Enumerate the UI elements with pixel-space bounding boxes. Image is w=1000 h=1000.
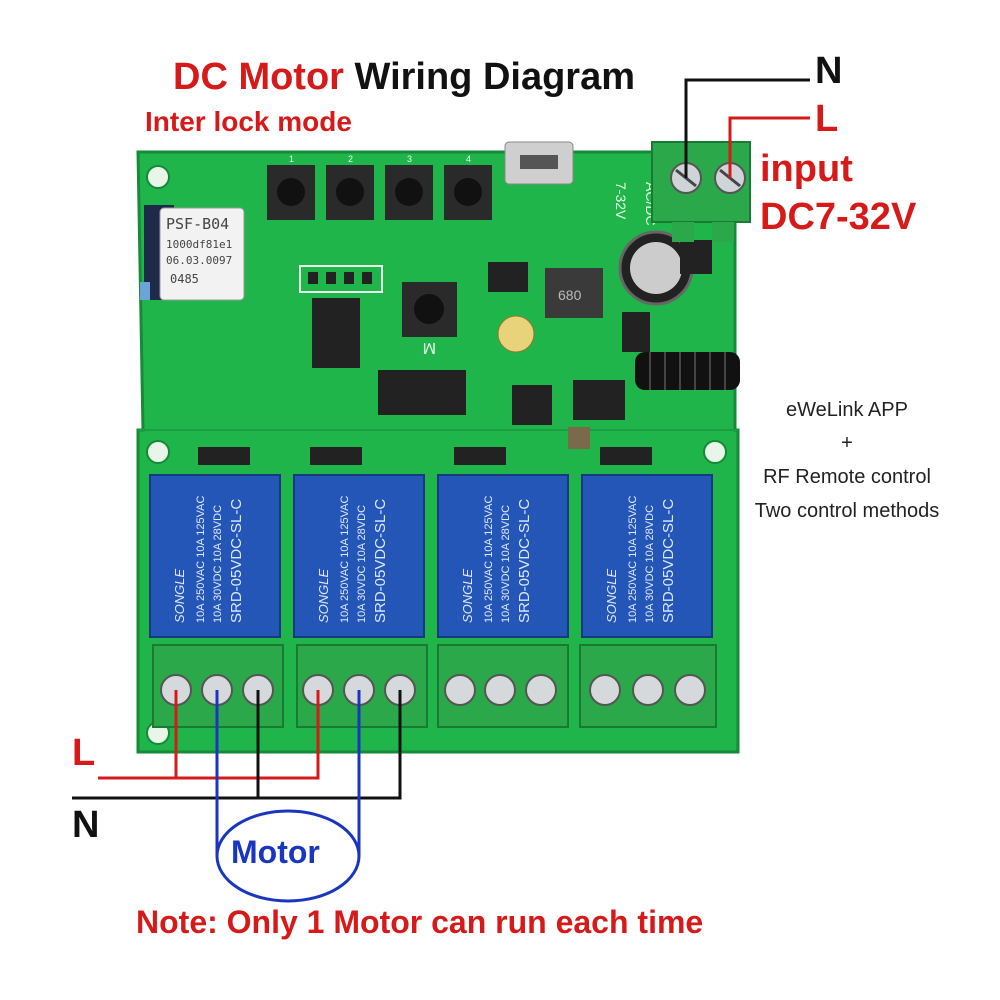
motor-ellipse [215,809,361,903]
svg-text:2: 2 [348,154,353,164]
svg-text:10A 30VDC 10A 28VDC: 10A 30VDC 10A 28VDC [356,505,368,623]
mounting-hole [146,440,170,464]
note-text: Note: Only 1 Motor can run each time [136,904,704,940]
svg-text:SRD-05VDC-SL-C: SRD-05VDC-SL-C [660,499,677,623]
input-l-label: L [815,98,839,140]
title-part1: DC Motor [173,56,344,98]
svg-text:SRD-05VDC-SL-C: SRD-05VDC-SL-C [228,499,245,623]
tactile-buttons: 1 2 3 4 M [267,154,492,356]
module-line: PSF-B04 [166,215,229,233]
motor-label: Motor [231,834,320,870]
svg-text:3: 3 [407,154,412,164]
output-n-wire [258,690,402,800]
terminal-screws [160,674,706,706]
svg-text:10A 250VAC 10A 125VAC: 10A 250VAC 10A 125VAC [339,496,351,623]
svg-text:SONGLE: SONGLE [460,568,475,623]
svg-text:10A 30VDC 10A 28VDC: 10A 30VDC 10A 28VDC [212,505,224,623]
input-l-wire [728,116,810,178]
wifi-module: PSF-B04 1000df81e1 06.03.0097 0485 [140,205,245,301]
output-n-label: N [72,804,100,846]
svg-text:10A 30VDC 10A 28VDC: 10A 30VDC 10A 28VDC [644,505,656,623]
title-part2: Wiring Diagram [354,56,636,98]
diagram-subtitle: Inter lock mode [145,106,352,137]
relay: SONGLE 10A 250VAC 10A 125VAC 10A 30VDC 1… [293,474,425,638]
module-line: 0485 [170,272,199,286]
button-m-label: M [423,339,436,356]
svg-text:10A 30VDC 10A 28VDC: 10A 30VDC 10A 28VDC [500,505,512,623]
module-line: 06.03.0097 [166,254,232,267]
svg-text:SONGLE: SONGLE [316,568,331,623]
info-line: eWeLink APP [786,399,908,421]
svg-text:680: 680 [558,287,582,303]
info-line: + [841,432,853,454]
relay: SONGLE 10A 250VAC 10A 125VAC 10A 30VDC 1… [581,474,713,638]
svg-text:10A 250VAC 10A 125VAC: 10A 250VAC 10A 125VAC [483,496,495,623]
mounting-hole [146,165,170,189]
module-line: 1000df81e1 [166,238,232,251]
info-line: RF Remote control [763,466,931,488]
input-n-label: N [815,50,843,92]
relay: SONGLE 10A 250VAC 10A 125VAC 10A 30VDC 1… [149,474,281,638]
ic-chip [312,298,360,368]
svg-text:SRD-05VDC-SL-C: SRD-05VDC-SL-C [516,499,533,623]
inductor [545,268,603,318]
capacitor [497,315,535,353]
svg-text:SONGLE: SONGLE [604,568,619,623]
mounting-hole [703,440,727,464]
svg-text:10A 250VAC 10A 125VAC: 10A 250VAC 10A 125VAC [195,496,207,623]
rf-antenna [635,352,740,390]
svg-text:4: 4 [466,154,471,164]
voltage-print: 7-32V [613,182,629,220]
relay: SONGLE 10A 250VAC 10A 125VAC 10A 30VDC 1… [437,474,569,638]
svg-text:SRD-05VDC-SL-C: SRD-05VDC-SL-C [372,499,389,623]
diagram-title: DC Motor Wiring Diagram [173,56,635,99]
input-n-wire [684,78,810,178]
svg-text:10A 250VAC 10A 125VAC: 10A 250VAC 10A 125VAC [627,496,639,623]
svg-text:1: 1 [289,154,294,164]
voltage-label: DC7-32V [760,196,917,238]
input-label: input [760,148,853,190]
info-line: Two control methods [754,500,940,522]
output-l-wire [176,690,320,780]
ic-chip [378,370,466,415]
svg-text:SONGLE: SONGLE [172,568,187,623]
output-l-label: L [72,732,96,774]
